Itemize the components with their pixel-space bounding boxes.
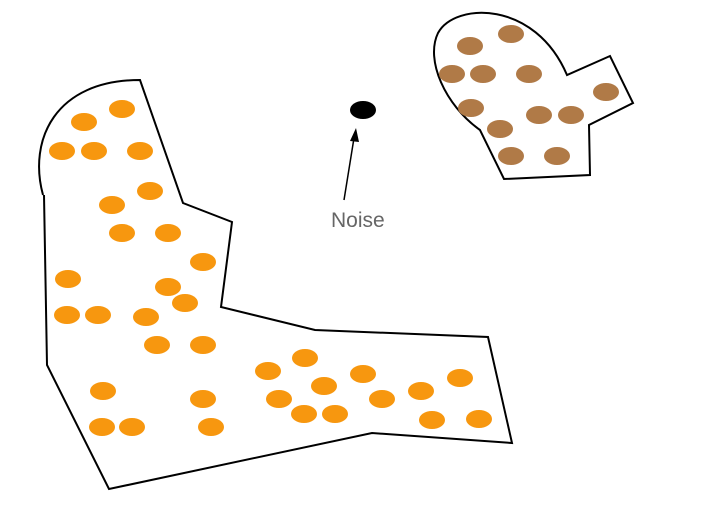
large-cluster-point [369,390,395,408]
large-cluster-point [155,278,181,296]
large-cluster-point [90,382,116,400]
large-cluster-point [266,390,292,408]
large-cluster-point [350,365,376,383]
small-cluster-point [439,65,465,83]
small-cluster-point [593,83,619,101]
small-cluster-point [498,25,524,43]
small-cluster-point [544,147,570,165]
noise-arrow-line [343,137,355,201]
large-cluster-point [119,418,145,436]
noise-label: Noise [331,209,385,232]
small-cluster-point [516,65,542,83]
large-cluster-outline [38,78,514,491]
large-cluster-point [190,336,216,354]
large-cluster-point [291,405,317,423]
large-cluster-point [322,405,348,423]
small-cluster-point [487,120,513,138]
small-cluster-outline [433,11,635,181]
large-cluster-point [155,224,181,242]
large-cluster-point [292,349,318,367]
large-cluster-point [190,390,216,408]
small-cluster-point [526,106,552,124]
large-cluster-point [190,253,216,271]
large-cluster-point [81,142,107,160]
small-cluster-point [457,37,483,55]
large-cluster-point [49,142,75,160]
large-cluster-point [255,362,281,380]
large-cluster-points [49,100,492,436]
large-cluster-point [137,182,163,200]
large-cluster-point [466,410,492,428]
large-cluster-point [172,294,198,312]
large-cluster-point [99,196,125,214]
small-cluster-point [458,99,484,117]
large-cluster-point [54,306,80,324]
small-cluster-point [558,106,584,124]
large-cluster-point [419,411,445,429]
large-cluster-point [133,308,159,326]
large-cluster-point [71,113,97,131]
large-cluster-point [447,369,473,387]
noise-arrow-head [350,128,359,142]
large-cluster-point [127,142,153,160]
large-cluster-point [89,418,115,436]
noise-point [350,101,376,119]
large-cluster-point [408,382,434,400]
large-cluster-point [311,377,337,395]
large-cluster-point [198,418,224,436]
small-cluster-point [470,65,496,83]
large-cluster-point [109,100,135,118]
large-cluster-point [55,270,81,288]
large-cluster-point [144,336,170,354]
small-cluster-point [498,147,524,165]
large-cluster-point [109,224,135,242]
small-cluster-points [439,25,619,165]
large-cluster-point [85,306,111,324]
